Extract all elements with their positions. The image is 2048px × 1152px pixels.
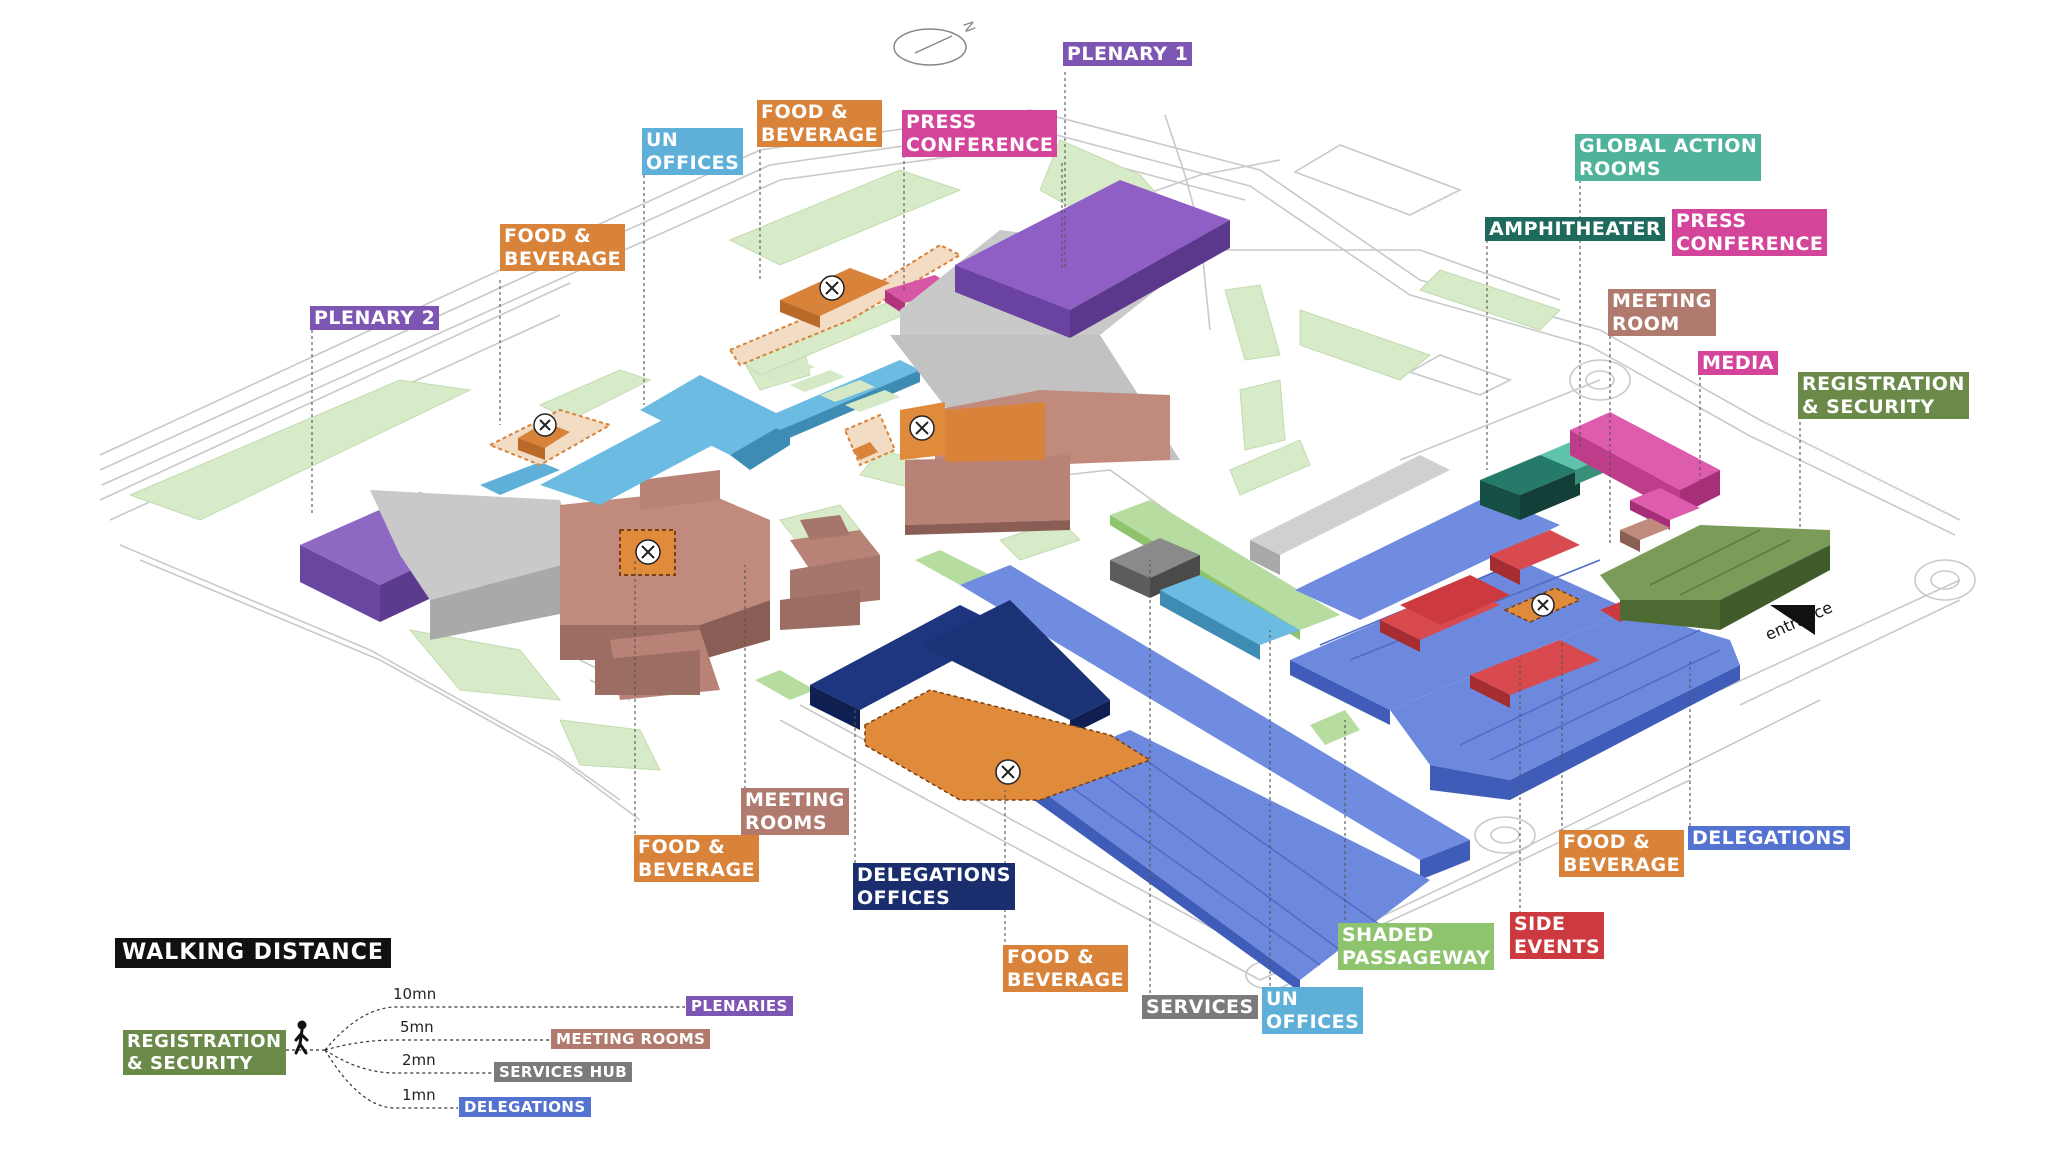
legend-origin-line1: REGISTRATION bbox=[127, 1031, 282, 1052]
label-meeting-room-line2: ROOM bbox=[1612, 313, 1680, 335]
label-un-offices-bottom: UN OFFICES bbox=[1262, 987, 1364, 1034]
food-kiosk-left bbox=[487, 408, 613, 467]
legend-time-3: 2mn bbox=[402, 1051, 436, 1069]
legend-destination-meeting-rooms: MEETING ROOMS bbox=[551, 1029, 711, 1049]
label-media: MEDIA bbox=[1698, 351, 1778, 375]
food-court-left-center bbox=[619, 529, 676, 576]
delegations-offices-building bbox=[810, 600, 1110, 735]
walking-person-icon bbox=[294, 1020, 309, 1055]
label-food-bottom-line2: BEVERAGE bbox=[1007, 969, 1125, 991]
label-meeting-room-right: MEETING ROOM bbox=[1608, 289, 1716, 336]
label-global-action-rooms: GLOBAL ACTION ROOMS bbox=[1575, 134, 1762, 181]
label-food-mid-line1: FOOD & bbox=[638, 836, 726, 858]
label-un-offices-top-line2: OFFICES bbox=[646, 152, 740, 174]
services-building bbox=[1110, 538, 1200, 598]
label-global-action-line2: ROOMS bbox=[1579, 158, 1662, 180]
food-court-right bbox=[1503, 587, 1582, 623]
label-un-offices-bottom-line1: UN bbox=[1266, 988, 1299, 1010]
label-shaded-line2: PASSAGEWAY bbox=[1342, 947, 1491, 969]
label-press-top-line1: PRESS bbox=[906, 111, 977, 133]
label-plenary-2: PLENARY 2 bbox=[310, 306, 440, 330]
label-amphitheater-text: AMPHITHEATER bbox=[1489, 218, 1662, 240]
label-meeting-rooms-line2: ROOMS bbox=[745, 812, 828, 834]
grey-hall-right bbox=[1250, 455, 1450, 575]
label-services-text: SERVICES bbox=[1146, 996, 1254, 1018]
label-food-bottom-line1: FOOD & bbox=[1007, 946, 1095, 968]
label-food-left: FOOD & BEVERAGE bbox=[500, 224, 626, 271]
legend-routes-lines bbox=[250, 1006, 685, 1109]
grey-hall-left bbox=[370, 490, 580, 640]
label-food-left-line2: BEVERAGE bbox=[504, 248, 622, 270]
connector-left bbox=[480, 462, 560, 495]
label-food-top-line1: FOOD & bbox=[761, 101, 849, 123]
label-deleg-offices-line2: OFFICES bbox=[857, 887, 951, 909]
label-delegations-offices: DELEGATIONS OFFICES bbox=[853, 863, 1015, 910]
label-un-offices-top-line1: UN bbox=[646, 129, 679, 151]
meeting-rooms-block-left bbox=[560, 470, 880, 700]
media-building bbox=[1630, 488, 1700, 530]
label-press-top-line2: CONFERENCE bbox=[906, 134, 1054, 156]
legend-title: WALKING DISTANCE bbox=[115, 938, 391, 968]
label-meeting-room-line1: MEETING bbox=[1612, 290, 1712, 312]
entrance-arrow-icon bbox=[1770, 605, 1815, 635]
legend-origin-line2: & SECURITY bbox=[127, 1053, 253, 1074]
label-food-top: FOOD & BEVERAGE bbox=[757, 100, 883, 147]
label-side-events-line2: EVENTS bbox=[1514, 936, 1601, 958]
legend-time-4: 1mn bbox=[402, 1086, 436, 1104]
food-court-top bbox=[728, 243, 963, 467]
legend-destination-plenaries: PLENARIES bbox=[686, 996, 793, 1016]
label-press-right-line1: PRESS bbox=[1676, 210, 1747, 232]
label-food-mid: FOOD & BEVERAGE bbox=[634, 835, 760, 882]
label-food-top-line2: BEVERAGE bbox=[761, 124, 879, 146]
label-meeting-rooms-line1: MEETING bbox=[745, 789, 845, 811]
label-delegations-text: DELEGATIONS bbox=[1692, 827, 1846, 849]
label-plenary-2-text: PLENARY 2 bbox=[314, 307, 436, 329]
label-plenary-1-text: PLENARY 1 bbox=[1067, 43, 1189, 65]
label-registration-security: REGISTRATION & SECURITY bbox=[1798, 372, 1969, 419]
label-delegations: DELEGATIONS bbox=[1688, 826, 1850, 850]
compass-icon bbox=[893, 28, 967, 66]
un-offices-bottom-building bbox=[1160, 575, 1300, 660]
label-un-offices-top: UN OFFICES bbox=[642, 128, 744, 175]
label-food-right-line1: FOOD & bbox=[1563, 831, 1651, 853]
label-food-left-line1: FOOD & bbox=[504, 225, 592, 247]
label-meeting-rooms-left: MEETING ROOMS bbox=[741, 788, 849, 835]
label-shaded-passageway: SHADED PASSAGEWAY bbox=[1338, 923, 1495, 970]
meeting-room-right-building bbox=[1620, 518, 1670, 552]
legend-destination-delegations: DELEGATIONS bbox=[459, 1097, 591, 1117]
label-plenary-1: PLENARY 1 bbox=[1063, 42, 1193, 66]
delegations-hall-bottom bbox=[960, 565, 1470, 992]
label-press-conference-top: PRESS CONFERENCE bbox=[902, 110, 1058, 157]
label-registration-line2: & SECURITY bbox=[1802, 396, 1935, 418]
amphitheater-building bbox=[1480, 455, 1580, 520]
label-shaded-line1: SHADED bbox=[1342, 924, 1434, 946]
label-un-offices-bottom-line2: OFFICES bbox=[1266, 1011, 1360, 1033]
label-press-right-line2: CONFERENCE bbox=[1676, 233, 1824, 255]
legend-time-1: 10mn bbox=[393, 985, 437, 1003]
label-press-conference-right: PRESS CONFERENCE bbox=[1672, 209, 1828, 256]
leader-lines bbox=[311, 72, 1801, 1005]
label-media-text: MEDIA bbox=[1702, 352, 1774, 374]
label-food-right: FOOD & BEVERAGE bbox=[1559, 830, 1685, 877]
label-deleg-offices-line1: DELEGATIONS bbox=[857, 864, 1011, 886]
label-food-mid-line2: BEVERAGE bbox=[638, 859, 756, 881]
food-court-bottom bbox=[864, 689, 1152, 801]
label-amphitheater: AMPHITHEATER bbox=[1485, 217, 1666, 241]
legend-destination-services-hub: SERVICES HUB bbox=[494, 1062, 633, 1082]
legend-origin: REGISTRATION & SECURITY bbox=[123, 1030, 286, 1075]
registration-security-building bbox=[1600, 525, 1830, 630]
label-global-action-line1: GLOBAL ACTION bbox=[1579, 135, 1758, 157]
label-services: SERVICES bbox=[1142, 995, 1258, 1019]
meeting-rooms-center bbox=[900, 390, 1170, 535]
label-food-bottom: FOOD & BEVERAGE bbox=[1003, 945, 1129, 992]
label-side-events: SIDE EVENTS bbox=[1510, 912, 1605, 959]
label-food-right-line2: BEVERAGE bbox=[1563, 854, 1681, 876]
label-side-events-line1: SIDE bbox=[1514, 913, 1566, 935]
legend-time-2: 5mn bbox=[400, 1018, 434, 1036]
label-registration-line1: REGISTRATION bbox=[1802, 373, 1965, 395]
